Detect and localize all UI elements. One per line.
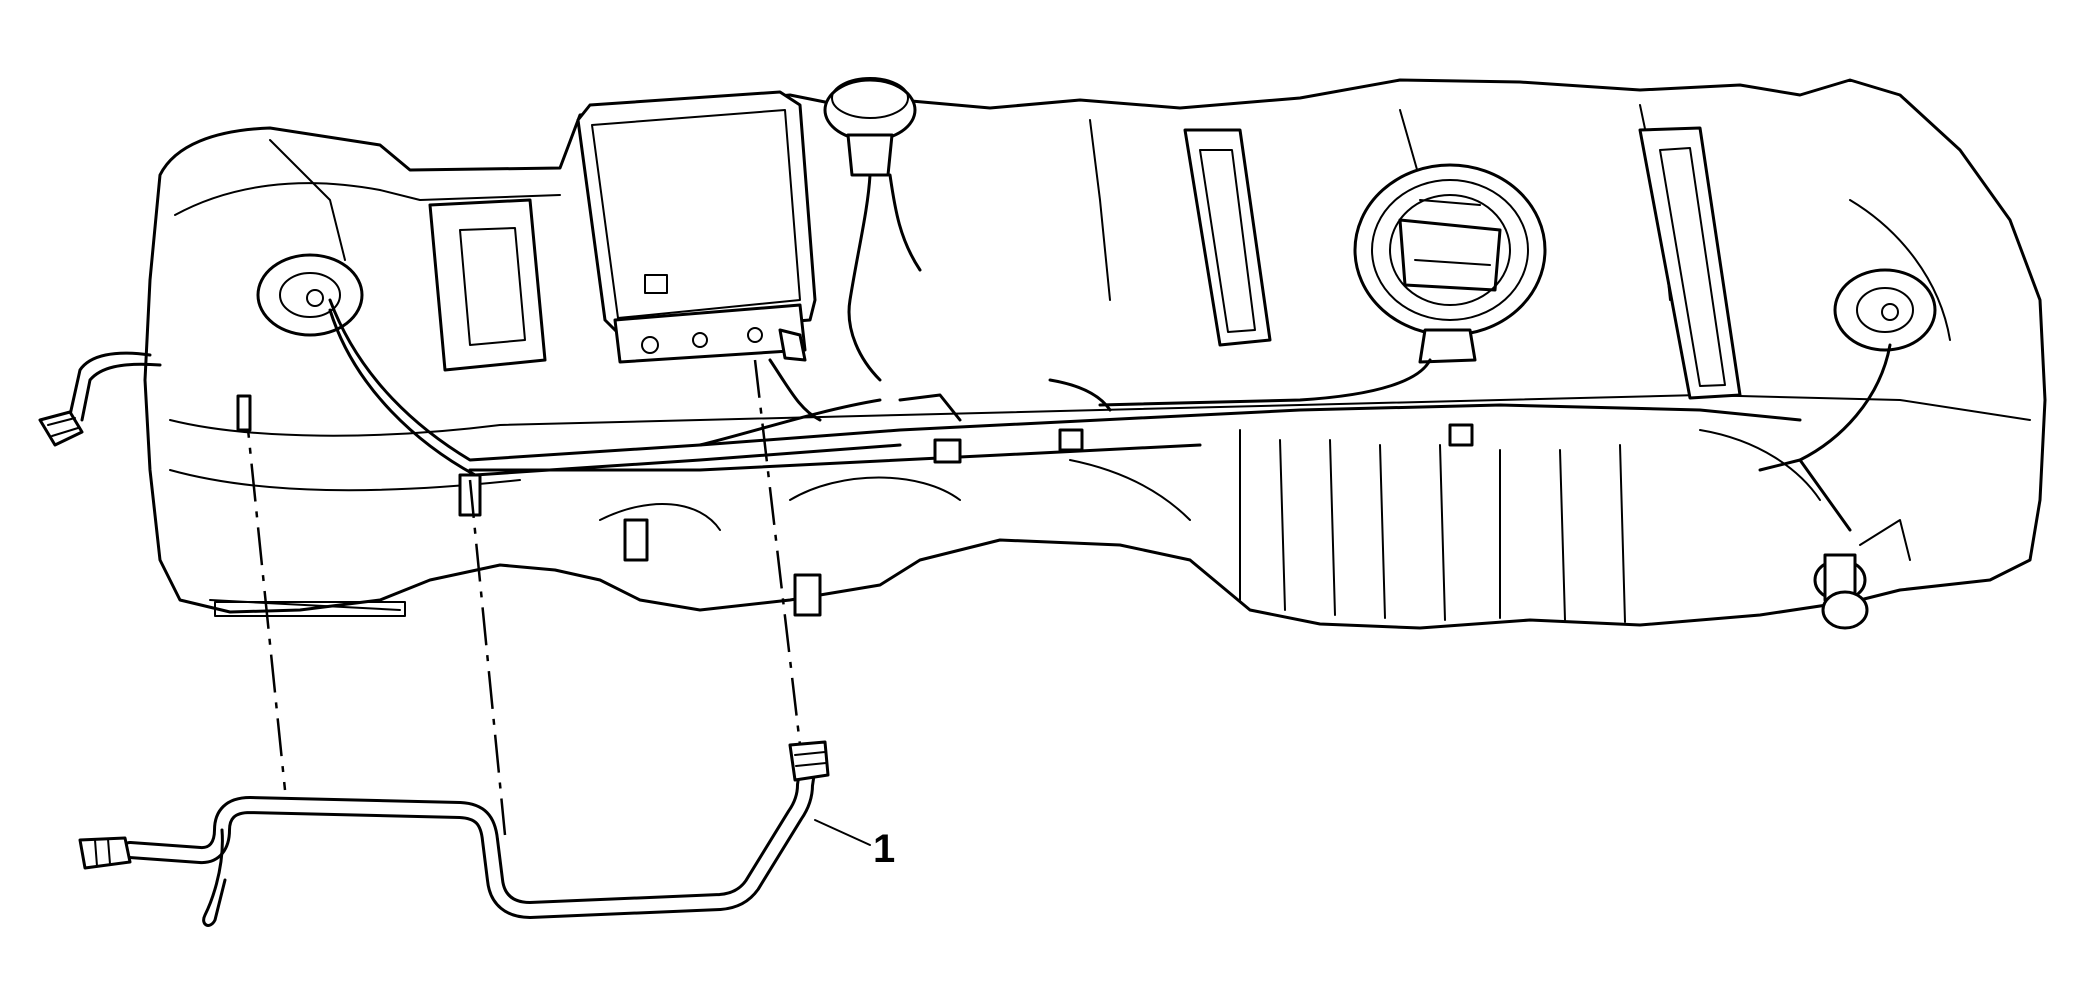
- access-plate-center: [1183, 128, 1272, 347]
- callout-1: 1: [814, 819, 895, 871]
- left-sender-port: [256, 253, 364, 337]
- fuel-tank-body: [143, 78, 2047, 630]
- tank-fuel-lines: [328, 298, 1892, 617]
- outlet-fitting: [1813, 519, 1911, 630]
- fuel-pipe-left-connector: [78, 836, 132, 870]
- callout-1-label: 1: [873, 827, 895, 871]
- access-plate-left: [428, 198, 547, 372]
- access-plate-right: [1638, 126, 1742, 400]
- callout-1-leader: [814, 819, 871, 846]
- installation-leader-lines: [236, 359, 802, 836]
- fuel-pump-module: [1353, 163, 1547, 364]
- fuel-pipe-right-connector: [788, 740, 830, 782]
- evap-canister: [576, 90, 817, 364]
- right-sender-port: [1833, 268, 1937, 352]
- fuel-vent-cap: [823, 77, 922, 382]
- fuel-feed-pipe: [121, 756, 817, 927]
- upper-left-connector: [38, 351, 162, 447]
